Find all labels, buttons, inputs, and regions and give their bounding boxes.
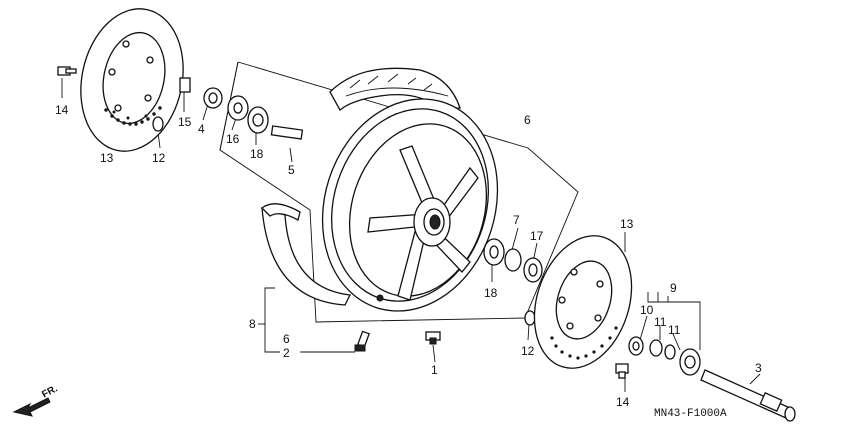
callout-12-right: 12	[521, 344, 535, 358]
callout-14-right: 14	[616, 395, 630, 409]
callout-3: 3	[755, 361, 762, 375]
callout-16: 16	[226, 132, 240, 146]
callout-9: 9	[670, 281, 677, 295]
callout-6-top: 6	[524, 113, 531, 127]
callout-11-a: 11	[654, 315, 667, 329]
balance-weight	[425, 331, 441, 345]
callout-1: 1	[431, 363, 438, 377]
diagram-code: MN43-F1000A	[654, 408, 727, 420]
direction-label: FR.	[40, 383, 60, 400]
callout-6-bottom: 6	[283, 332, 290, 346]
callout-18-left: 18	[250, 147, 264, 161]
callout-8: 8	[249, 317, 256, 331]
wheel-rim	[321, 67, 499, 312]
washer-left	[152, 116, 164, 132]
callout-labels: 14 13 15 4 16 18 12 5 6 7 17 18 8 6 2 1 …	[55, 103, 762, 420]
brake-disc-right	[533, 235, 633, 369]
callout-5: 5	[288, 163, 295, 177]
disc-bolt-left	[57, 66, 77, 76]
axle-side-parts	[628, 336, 701, 376]
callout-7: 7	[513, 213, 520, 227]
brake-disc-left	[80, 8, 184, 152]
callout-13-left: 13	[100, 151, 114, 165]
front-direction-arrow-icon	[12, 397, 51, 417]
callout-18-right: 18	[484, 286, 498, 300]
callout-14-left: 14	[55, 103, 69, 117]
front-axle	[700, 369, 796, 422]
leader-lines	[61, 61, 761, 392]
callout-10: 10	[640, 303, 654, 317]
callout-12-left: 12	[152, 151, 166, 165]
callout-17: 17	[530, 229, 544, 243]
callout-13-right: 13	[620, 217, 634, 231]
disc-bolt-right	[615, 363, 629, 379]
hub-parts-left	[179, 77, 304, 140]
callout-15: 15	[178, 115, 192, 129]
valve-stem	[354, 330, 370, 352]
callout-2: 2	[283, 346, 290, 360]
callout-11-b: 11	[668, 323, 681, 337]
callout-4: 4	[198, 122, 205, 136]
hub-parts-right	[483, 238, 543, 283]
washer-right	[524, 310, 536, 326]
tire-lower	[261, 203, 351, 306]
